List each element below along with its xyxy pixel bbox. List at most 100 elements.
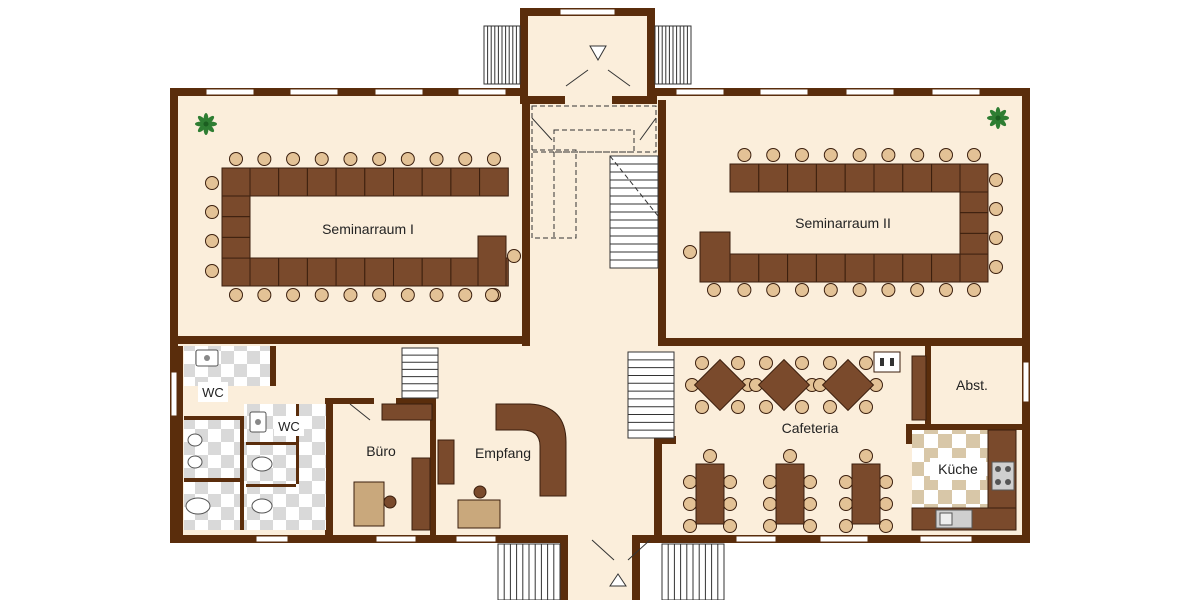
chair [839,519,853,533]
chair [823,400,837,414]
kitchen: Küche [911,429,1017,531]
table-top [757,358,811,412]
diamond-table [685,356,755,414]
chair [429,288,444,302]
chair [723,519,737,533]
wc2-label: WC [278,419,300,434]
table-segment [959,232,989,255]
table-segment [221,195,251,218]
table-segment [902,253,933,283]
chair [763,519,777,533]
stove-icon [991,461,1015,491]
chair [795,356,809,370]
chair [695,400,709,414]
diamond-table [813,356,883,414]
chair [763,497,777,511]
chair [910,283,925,297]
chair [859,356,873,370]
table-segment [306,167,337,197]
chair [989,260,1003,274]
office-furniture [353,403,455,531]
table-segment [393,257,423,287]
chair [695,356,709,370]
chair [400,288,415,302]
chair [881,148,896,162]
sink-icon [935,509,973,529]
chair [759,356,773,370]
chair [731,400,745,414]
table-segment [902,163,933,193]
table-segment [729,253,760,283]
chair [859,400,873,414]
table-segment [335,257,366,287]
chair [823,283,838,297]
table-segment [221,167,251,197]
seminar-furniture [205,148,1003,302]
windows [170,8,1030,543]
table-segment [873,253,904,283]
chair [852,283,867,297]
table-segment [873,163,904,193]
table-segment [959,212,989,234]
chair [737,283,752,297]
chair [803,519,817,533]
table-top [695,463,725,525]
reception-label: Empfang [475,445,531,461]
table-segment [931,253,961,283]
chair [205,176,219,190]
long-table [839,449,893,533]
chair [429,152,444,166]
wc-rooms: WC WC [184,346,326,530]
chair [507,249,521,263]
wc1-label: WC [202,385,224,400]
table-segment [421,167,452,197]
chair [683,245,697,259]
chair [229,288,243,302]
table-segment [758,253,789,283]
chair [343,288,358,302]
chair [989,231,1003,245]
table-segment [729,163,760,193]
chair [879,497,893,511]
chair [967,283,981,297]
table-segment [959,253,989,283]
chair [229,152,243,166]
chair [879,475,893,489]
table-segment [787,163,817,193]
chair [795,283,809,297]
door-swings [349,69,657,561]
chair [703,449,717,463]
table-segment [931,163,961,193]
chair [759,400,773,414]
chair [783,449,797,463]
chair [839,497,853,511]
diamond-table [749,356,819,414]
table-segment [221,216,251,238]
table-segment [421,257,452,287]
chair [314,152,329,166]
cafeteria-label: Cafeteria [782,420,839,436]
chair [343,152,358,166]
table-segment [249,167,280,197]
chair [286,152,301,166]
table-top [851,463,881,525]
chair [400,152,415,166]
table-segment [278,167,308,197]
table-segment [249,257,280,287]
chair [372,288,387,302]
chair [989,173,1003,187]
chair [205,264,219,278]
chair [683,497,697,511]
chair [486,152,501,166]
table-segment [787,253,817,283]
chair [286,288,301,302]
sink-icon [195,349,219,367]
plant-icon [195,113,217,135]
chair [257,288,272,302]
chair [723,497,737,511]
table-segment [815,253,846,283]
table-segment [221,236,251,259]
chair [795,400,809,414]
table-segment [335,167,366,197]
